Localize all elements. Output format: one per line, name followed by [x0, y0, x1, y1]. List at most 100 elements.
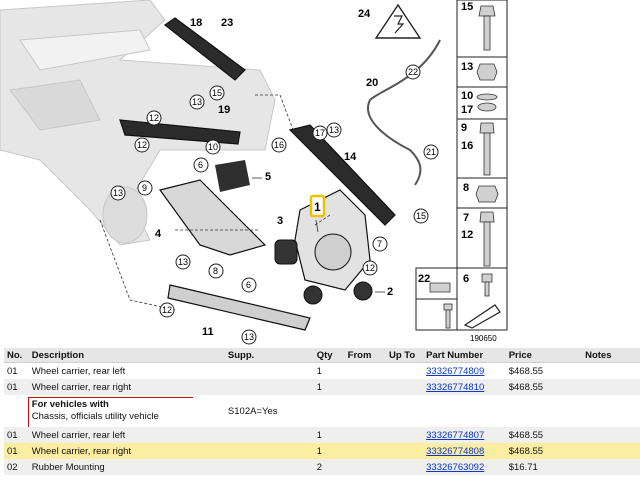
header-no: No. — [4, 348, 29, 363]
bold-callouts: 18 23 24 20 19 14 5 4 3 2 11 — [155, 8, 393, 338]
circle-callouts: 13 15 12 12 10 6 9 13 17 13 16 22 21 15 … — [110, 64, 439, 345]
callout-19: 19 — [218, 104, 230, 116]
svg-text:6: 6 — [463, 273, 469, 285]
row-no: 01 — [4, 443, 29, 459]
row-qty: 2 — [313, 459, 345, 475]
table-row-highlighted: 01 Wheel carrier, rear right 1 333267748… — [4, 443, 640, 459]
part-number-link[interactable]: 33326763092 — [426, 461, 485, 473]
svg-text:12: 12 — [149, 113, 159, 123]
callout-2: 2 — [387, 286, 393, 298]
svg-text:15: 15 — [212, 88, 222, 98]
row-description: Wheel carrier, rear left — [31, 365, 126, 377]
row-notes — [582, 379, 640, 395]
table-row: 01 Wheel carrier, rear left 1 3332677480… — [4, 427, 640, 443]
row-upto — [385, 459, 424, 475]
svg-text:12: 12 — [365, 263, 375, 273]
header-price: Price — [505, 348, 583, 363]
row-upto — [386, 363, 423, 380]
row-from — [344, 443, 386, 459]
row-price: $468.55 — [505, 443, 583, 459]
part-number-link[interactable]: 33326774807 — [426, 429, 485, 441]
parts-table: No. Description Supp. Qty From Up To Par… — [4, 348, 640, 475]
row-qty: 1 — [313, 379, 345, 395]
header-qty: Qty — [313, 348, 345, 363]
row-supp — [224, 427, 314, 443]
row-supp — [224, 443, 314, 459]
header-description: Description — [28, 348, 225, 363]
row-price: $16.71 — [505, 459, 583, 475]
row-qty: 1 — [313, 443, 345, 459]
rubber-mounting-part — [215, 160, 250, 192]
svg-text:1: 1 — [314, 200, 321, 214]
svg-text:8: 8 — [463, 182, 469, 194]
table-row: 02 Rubber Mounting 2 33326763092 $16.71 — [4, 459, 640, 475]
row-no — [4, 395, 29, 427]
header-notes: Notes — [582, 348, 640, 363]
part-number-link[interactable]: 33326774810 — [426, 381, 485, 393]
part-number-link[interactable]: 33326774809 — [426, 365, 485, 377]
svg-text:22: 22 — [408, 67, 418, 77]
svg-text:17: 17 — [461, 104, 473, 116]
row-supp — [224, 379, 314, 395]
image-number: 190650 — [470, 334, 497, 343]
row-from — [344, 459, 386, 475]
svg-text:12: 12 — [162, 305, 172, 315]
callout-3: 3 — [277, 215, 283, 227]
svg-text:7: 7 — [463, 212, 469, 224]
callout-14: 14 — [344, 151, 357, 163]
row-from — [345, 363, 386, 380]
callout-1-highlight: 1 — [309, 194, 326, 218]
row-supp — [224, 459, 314, 475]
svg-text:9: 9 — [461, 122, 467, 134]
row-price: $468.55 — [505, 379, 583, 395]
row-price: $468.55 — [508, 365, 544, 377]
row-from — [344, 427, 386, 443]
svg-text:21: 21 — [426, 147, 436, 157]
row-description: Wheel carrier, rear left — [28, 427, 225, 443]
header-from: From — [344, 348, 386, 363]
row-notes — [582, 363, 640, 380]
svg-text:8: 8 — [213, 266, 218, 276]
svg-text:6: 6 — [246, 280, 251, 290]
row-description: Wheel carrier, rear right — [28, 379, 225, 395]
callout-5: 5 — [265, 171, 271, 183]
callout-4: 4 — [155, 228, 162, 240]
svg-text:13: 13 — [461, 61, 473, 73]
svg-text:13: 13 — [192, 97, 202, 107]
row-no: 01 — [4, 379, 29, 395]
row-notes — [582, 427, 640, 443]
note-title: For vehicles with — [31, 399, 109, 410]
svg-text:13: 13 — [329, 125, 339, 135]
row-no: 01 — [4, 427, 29, 443]
row-price: $468.55 — [505, 427, 583, 443]
row-description: Wheel carrier, rear right — [28, 443, 225, 459]
callout-24: 24 — [358, 8, 371, 20]
callout-11: 11 — [202, 326, 214, 338]
sensor-cable — [367, 39, 441, 186]
svg-text:16: 16 — [461, 140, 473, 152]
svg-text:17: 17 — [315, 128, 325, 138]
arrow-icon — [463, 304, 501, 329]
callout-18: 18 — [190, 17, 202, 29]
header-supp: Supp. — [224, 348, 314, 363]
svg-text:13: 13 — [178, 257, 188, 267]
row-supp — [225, 363, 314, 380]
row-description: Rubber Mounting — [28, 459, 225, 475]
callout-23: 23 — [221, 17, 233, 29]
note-detail: Chassis, officials utility vehicle — [31, 411, 159, 422]
note-description: For vehicles with Chassis, officials uti… — [29, 395, 225, 427]
part-number-link[interactable]: 33326774808 — [426, 445, 485, 457]
hardware-side-panel — [415, 0, 508, 331]
svg-text:15: 15 — [416, 211, 426, 221]
header-part-number: Part Number — [423, 348, 506, 363]
callout-20: 20 — [366, 77, 378, 89]
svg-text:13: 13 — [113, 188, 123, 198]
row-supp: S102A=Yes — [227, 405, 278, 417]
solid-leaders — [252, 177, 385, 293]
side-panel-labels: 15 13 10 17 9 16 8 7 12 22 6 — [418, 1, 473, 285]
row-notes — [582, 459, 640, 475]
row-no: 02 — [4, 459, 29, 475]
row-qty: 1 — [313, 427, 345, 443]
svg-text:13: 13 — [244, 332, 254, 342]
svg-text:10: 10 — [461, 90, 473, 102]
